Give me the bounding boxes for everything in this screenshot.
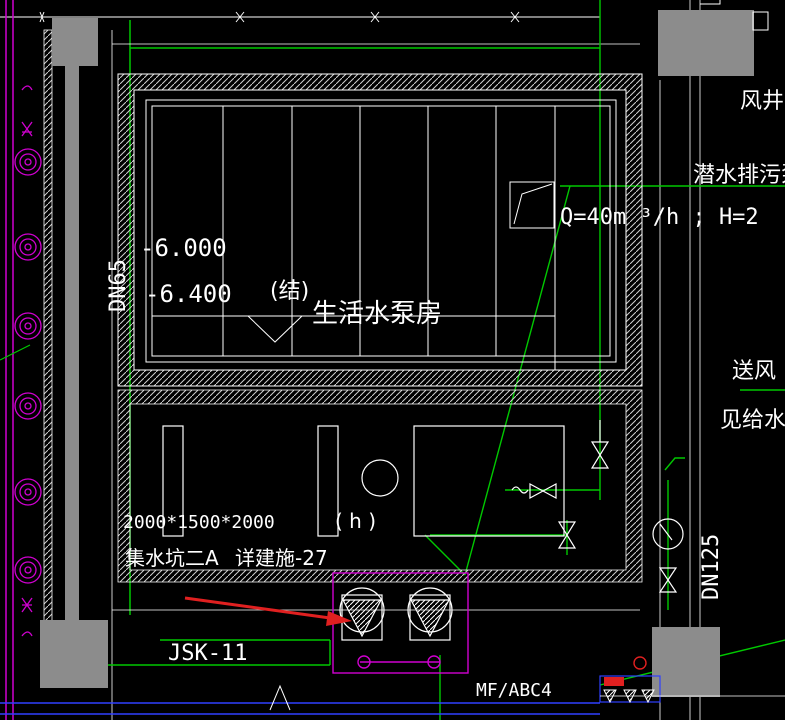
label-pit-ref: 详建施-27 (235, 546, 328, 570)
label-struct-note: (结) (270, 279, 309, 304)
label-h-note: ( h ) (335, 509, 376, 533)
small-box-top-right (752, 11, 769, 31)
column-top-right (658, 10, 754, 76)
column-bottom-left (40, 620, 108, 688)
construction-lines (111, 0, 701, 720)
label-dn125: DN125 (699, 534, 724, 600)
pump-room-inner-frame (145, 99, 617, 370)
label-pit-size: 2000*1500*2000 (123, 512, 275, 533)
top-right-marker (700, 0, 721, 5)
label-elev-1: -6.000 (140, 234, 227, 262)
top-grid-line (0, 11, 600, 23)
green-pipe-network (108, 0, 785, 720)
left-wall-hatch (43, 29, 53, 671)
bottom-edge-lines (0, 684, 600, 715)
label-extinguisher: MF/ABC4 (476, 680, 552, 701)
left-pipe-symbols (14, 85, 42, 637)
label-pit-name: 集水坑二A (125, 546, 219, 570)
label-see-supply: 见给水 (720, 408, 785, 433)
extinguisher-symbols (599, 656, 785, 704)
valves (511, 420, 684, 593)
label-air-supply: 送风 (732, 359, 776, 384)
left-green-branch (0, 344, 31, 361)
label-pit-code: JSK-11 (168, 641, 247, 666)
column-bottom-right (652, 627, 720, 697)
label-dn65: DN65 (106, 259, 131, 312)
sump-pit (332, 572, 469, 674)
lower-equipment (162, 425, 565, 537)
label-pump-spec: Q=40m ³/h ; H=2 (560, 205, 759, 230)
label-air-shaft: 风井 (740, 89, 784, 114)
left-vertical-member (65, 60, 79, 630)
lower-wall-band (117, 389, 643, 583)
left-magenta-lines (5, 0, 14, 720)
pump-room-outer-wall (117, 73, 643, 387)
label-room-name: 生活水泵房 (312, 299, 442, 329)
label-sewage-pump: 潜水排污泵 (693, 163, 785, 188)
red-arrow-annotation (184, 596, 352, 626)
label-elev-2: -6.400 (145, 280, 232, 308)
column-top-left (52, 18, 98, 66)
